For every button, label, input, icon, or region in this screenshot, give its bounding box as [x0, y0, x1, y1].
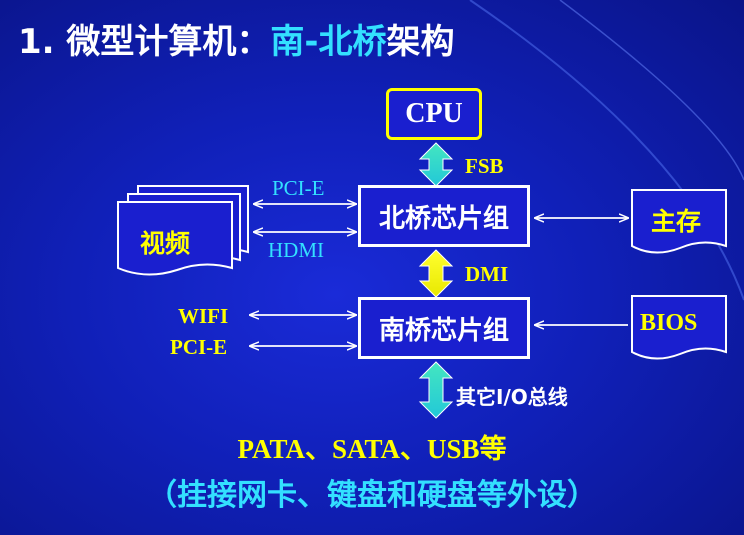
south-bridge-box: 南桥芯片组 — [358, 297, 530, 359]
other-io-label: 其它I/O总线 — [456, 385, 568, 409]
hdmi-label: HDMI — [268, 238, 324, 262]
pcie-video-label: PCI-E — [272, 176, 325, 200]
memory-label: 主存 — [651, 207, 702, 236]
cpu-box: CPU — [386, 88, 482, 140]
pcie-south-label: PCI-E — [170, 335, 228, 359]
bus-list: PATA、SATA、USB等 — [237, 434, 507, 464]
bios-doc-shape — [631, 295, 727, 360]
memory-doc-shape — [631, 189, 727, 254]
video-label: 视频 — [140, 229, 191, 258]
io-arrow — [418, 361, 454, 419]
wifi-label: WIFI — [178, 304, 229, 328]
video-doc-shape — [117, 185, 249, 276]
page-title: 1. 微型计算机：南-北桥架构 — [18, 14, 455, 63]
fsb-arrow — [418, 142, 454, 187]
dmi-label: DMI — [465, 262, 509, 286]
title-prefix: 1. 微型计算机： — [18, 22, 271, 62]
north-bridge-box: 北桥芯片组 — [358, 185, 530, 247]
dmi-arrow — [418, 249, 454, 298]
title-suffix: 架构 — [386, 22, 455, 62]
fsb-label: FSB — [465, 154, 504, 178]
title-highlight: 南-北桥 — [270, 22, 387, 62]
bios-label: BIOS — [640, 310, 698, 336]
peripheral-note: （挂接网卡、键盘和硬盘等外设） — [147, 478, 597, 513]
